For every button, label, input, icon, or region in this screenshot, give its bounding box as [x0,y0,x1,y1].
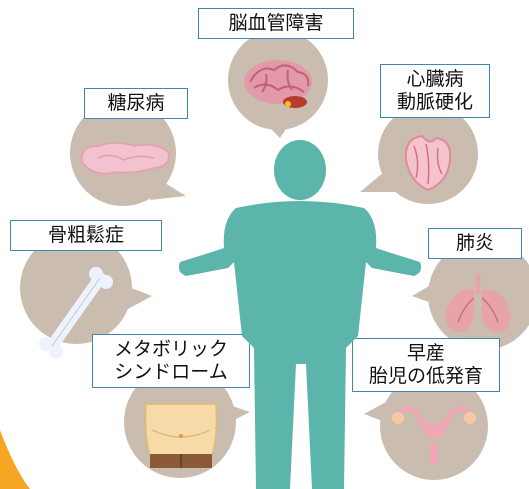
pneumonia-label: 肺炎 [428,228,522,260]
uterus-icon [392,406,476,464]
osteoporosis-text: 骨粗鬆症 [47,224,124,246]
heart-text-line2: 動脈硬化 [396,91,473,114]
pancreas-icon [81,142,170,175]
diabetes-label: 糖尿病 [84,88,188,120]
premature-text-line2: 胎児の低発育 [368,365,483,388]
heart-text-line1: 心臓病 [406,68,464,90]
pneumonia-text: 肺炎 [455,232,494,254]
lungs-icon [445,274,511,333]
stroke-text: 脳血管障害 [228,12,324,34]
brain-icon [244,60,312,108]
heart-label: 心臓病 動脈硬化 [380,64,490,119]
premature-label: 早産 胎児の低発育 [352,338,500,393]
diabetes-text: 糖尿病 [107,92,165,114]
belly-icon [144,403,218,468]
metabolic-text-line1: メタボリック [113,338,228,360]
metabolic-text-line2: シンドローム [114,361,228,384]
heart-icon [404,134,452,192]
metabolic-label: メタボリック シンドローム [92,334,250,389]
stroke-label: 脳血管障害 [198,8,354,40]
premature-text-line1: 早産 [406,342,445,364]
osteoporosis-label: 骨粗鬆症 [10,220,162,252]
bone-icon [39,267,113,359]
